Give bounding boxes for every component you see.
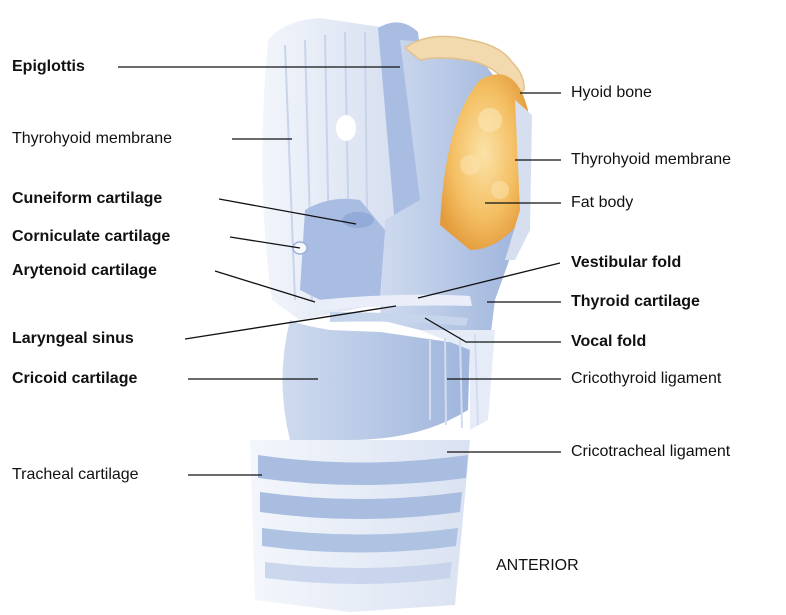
- leader-vestibular: [418, 263, 560, 298]
- label-vocal-fold: Vocal fold: [571, 333, 646, 351]
- leader-laryngeal-sinus: [185, 306, 396, 339]
- label-arytenoid-cartilage: Arytenoid cartilage: [12, 262, 157, 280]
- label-thyrohyoid-membrane-left: Thyrohyoid membrane: [12, 130, 172, 148]
- leader-corniculate: [230, 237, 300, 248]
- leader-cuneiform: [219, 199, 356, 224]
- label-epiglottis: Epiglottis: [12, 58, 85, 76]
- label-tracheal-cartilage: Tracheal cartilage: [12, 466, 139, 484]
- label-cricotracheal-ligament: Cricotracheal ligament: [571, 443, 730, 461]
- label-fat-body: Fat body: [571, 194, 633, 212]
- orientation-label: ANTERIOR: [496, 557, 579, 575]
- label-vestibular-fold: Vestibular fold: [571, 254, 681, 272]
- label-hyoid-bone: Hyoid bone: [571, 84, 652, 102]
- label-corniculate-cartilage: Corniculate cartilage: [12, 228, 170, 246]
- label-thyroid-cartilage: Thyroid cartilage: [571, 293, 700, 311]
- label-cricoid-cartilage: Cricoid cartilage: [12, 370, 137, 388]
- label-cuneiform-cartilage: Cuneiform cartilage: [12, 190, 162, 208]
- leader-vocal: [425, 318, 561, 342]
- label-laryngeal-sinus: Laryngeal sinus: [12, 330, 134, 348]
- leader-arytenoid: [215, 271, 315, 302]
- label-cricothyroid-ligament: Cricothyroid ligament: [571, 370, 721, 388]
- label-thyrohyoid-membrane-right: Thyrohyoid membrane: [571, 151, 731, 169]
